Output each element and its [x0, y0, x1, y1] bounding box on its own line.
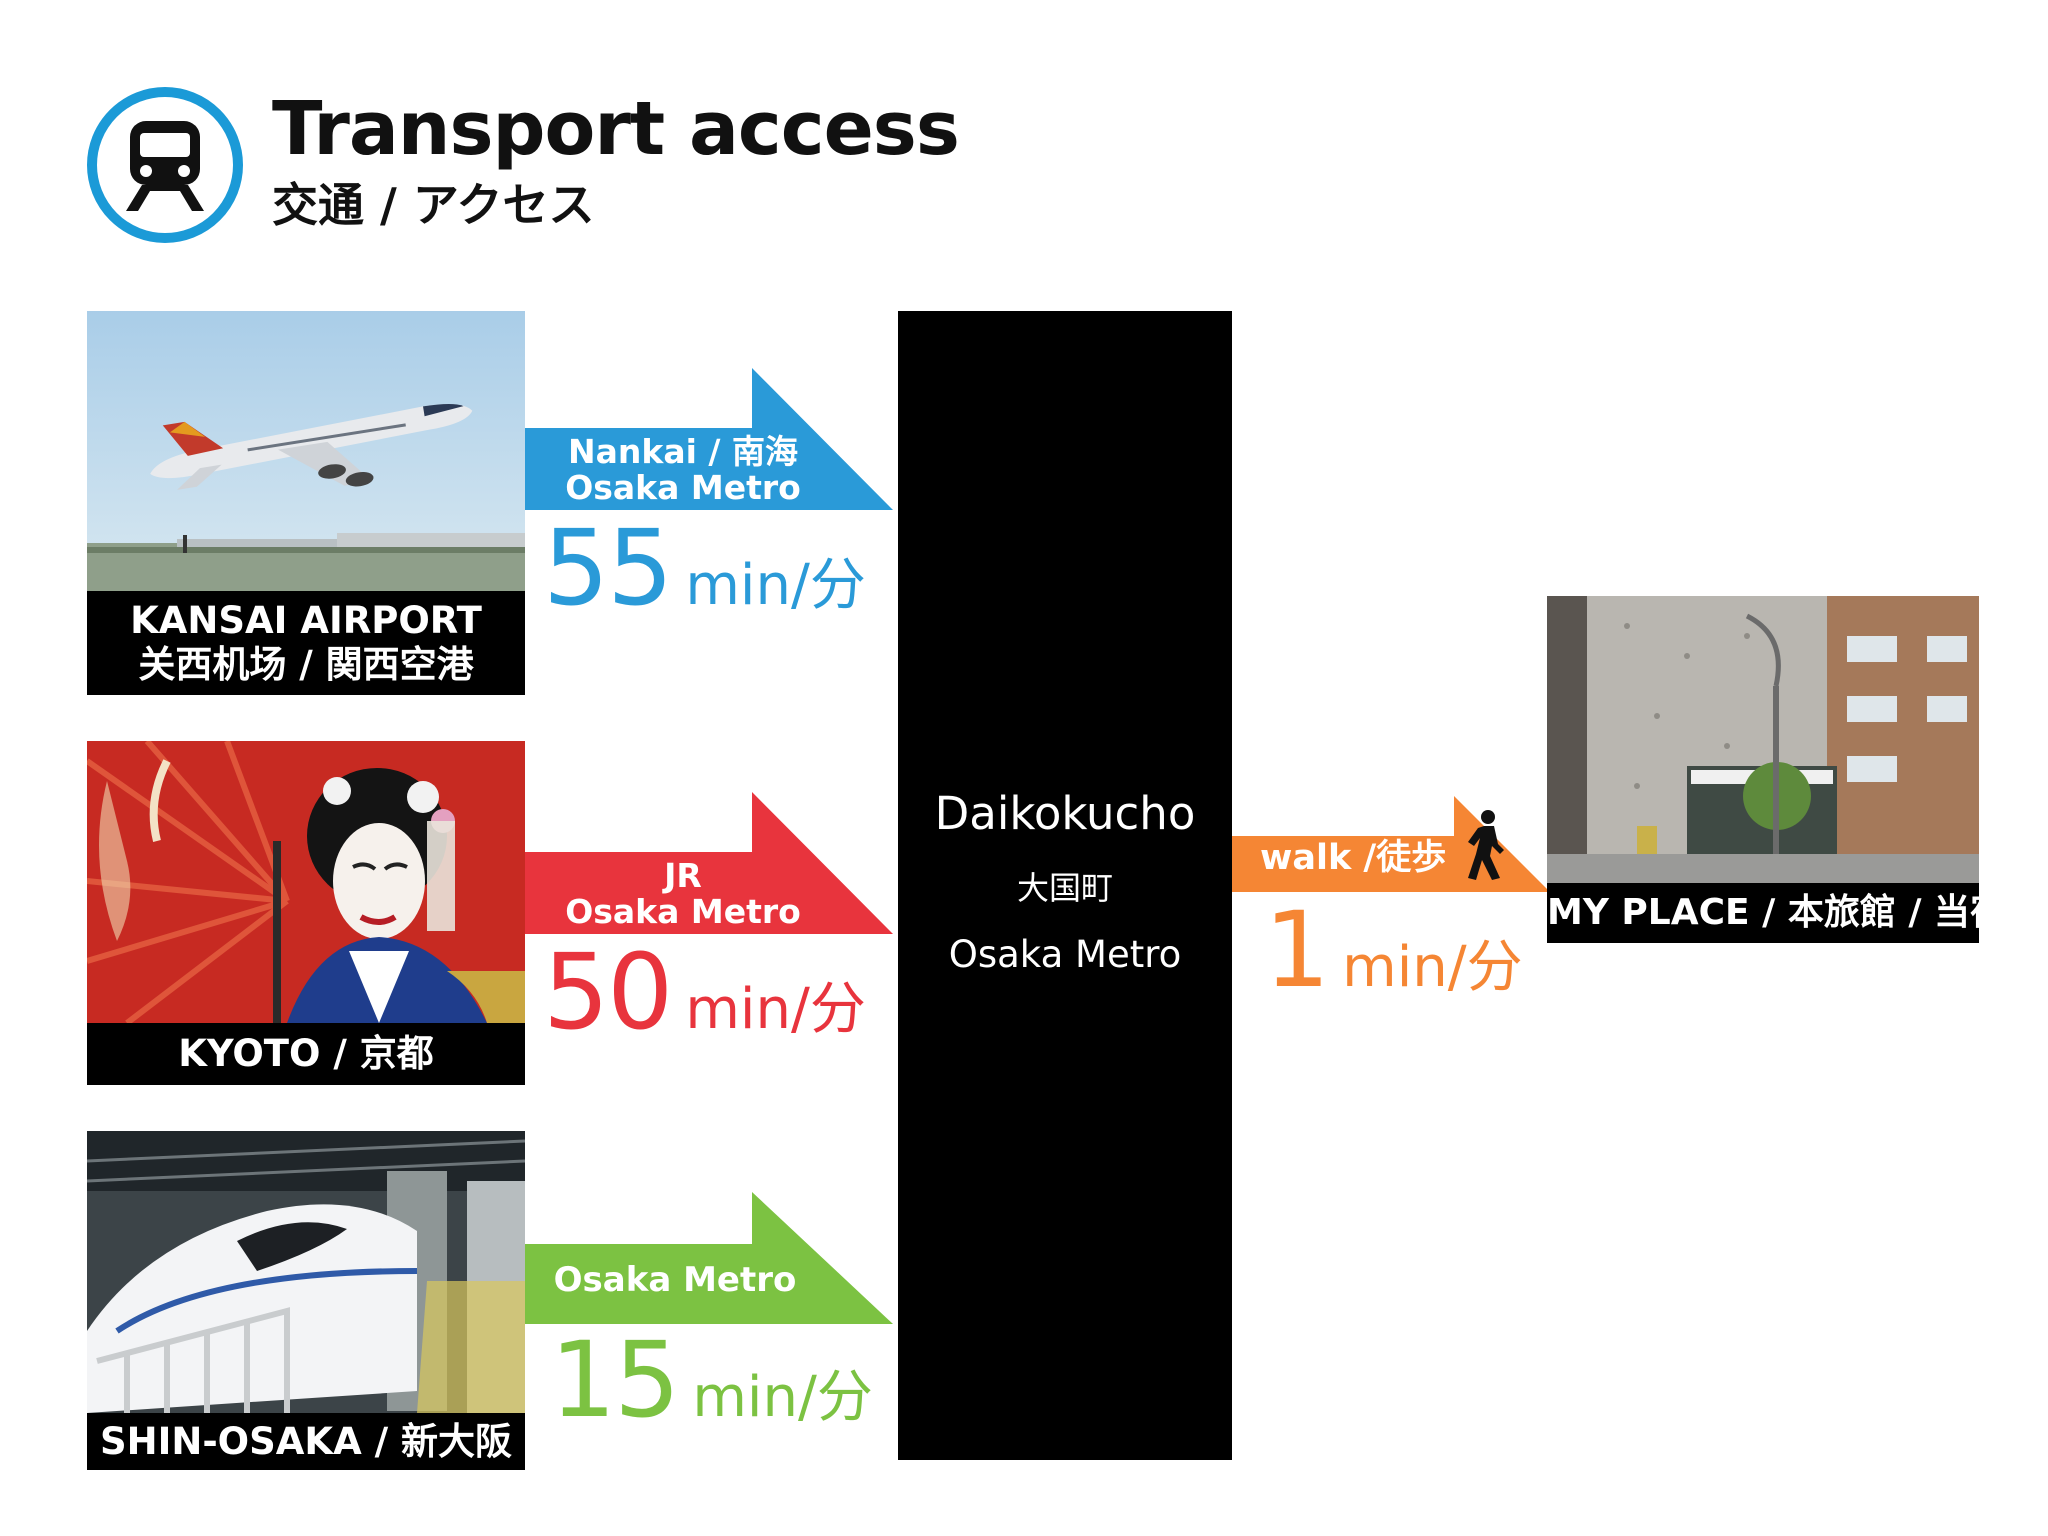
route-label: Nankai / 南海 Osaka Metro: [525, 434, 841, 505]
route-arrow-shin-osaka: Osaka Metro: [525, 1192, 895, 1324]
arrow-shape: [525, 1192, 893, 1324]
minutes-value: 15: [550, 1319, 680, 1441]
origin-card-shin-osaka: SHIN-OSAKA / 新大阪: [87, 1131, 525, 1470]
walk-label: walk /徒歩: [1260, 838, 1447, 878]
route-line-name: Nankai / 南海: [568, 432, 798, 471]
origin-caption: KYOTO / 京都: [87, 1023, 525, 1085]
shinkansen-photo: [87, 1131, 525, 1413]
arrow-shape: [525, 792, 893, 934]
origin-card-kansai-airport: KANSAI AIRPORT 关西机场 / 関西空港: [87, 311, 525, 695]
route-label: Osaka Metro: [525, 1262, 825, 1299]
geisha-photo: [87, 741, 525, 1023]
station-name-ja: 大国町: [1016, 869, 1113, 907]
arrow-shape: [1232, 796, 1550, 892]
building-photo: [1547, 596, 1979, 883]
minutes-unit: min/分: [692, 1365, 873, 1430]
minutes-value: 55: [543, 507, 673, 629]
train-logo: [87, 87, 243, 243]
page-title: Transport access: [272, 86, 960, 172]
route-arrow-kansai: Nankai / 南海 Osaka Metro: [525, 368, 895, 510]
origin-caption: SHIN-OSAKA / 新大阪: [87, 1413, 525, 1470]
origin-name: SHIN-OSAKA / 新大阪: [99, 1420, 513, 1463]
walking-person-icon: [1468, 810, 1504, 880]
station-name: Daikokucho: [934, 787, 1196, 840]
airplane-photo: [87, 311, 525, 591]
origin-card-kyoto: KYOTO / 京都: [87, 741, 525, 1085]
minutes-value: 1: [1264, 889, 1330, 1011]
route-line-name: JR: [664, 856, 702, 895]
route-metro-name: Osaka Metro: [565, 467, 801, 507]
minutes-unit: min/分: [685, 977, 866, 1042]
origin-name: KYOTO / 京都: [178, 1032, 434, 1075]
minutes-unit: min/分: [685, 553, 866, 618]
route-metro-name: Osaka Metro: [565, 891, 801, 931]
route-arrow-kyoto: JR Osaka Metro: [525, 792, 895, 934]
arrow-shape: [525, 368, 893, 510]
origin-caption: KANSAI AIRPORT 关西机场 / 関西空港: [87, 591, 525, 695]
station-line: Osaka Metro: [948, 933, 1182, 976]
destination-caption: MY PLACE / 本旅館 / 当宿: [1547, 883, 1979, 943]
minutes-unit: min/分: [1342, 935, 1523, 1000]
page-subtitle: 交通 / アクセス: [272, 178, 595, 232]
walk-arrow: walk /徒歩: [1232, 796, 1552, 892]
minutes-value: 50: [543, 931, 673, 1053]
route-label: JR Osaka Metro: [525, 858, 841, 929]
origin-name-ja: 关西机场 / 関西空港: [138, 642, 474, 686]
station-block: Daikokucho 大国町 Osaka Metro: [898, 311, 1232, 1460]
train-icon: [126, 121, 204, 211]
origin-name-en: KANSAI AIRPORT: [130, 599, 482, 642]
destination-card: MY PLACE / 本旅館 / 当宿: [1547, 596, 1979, 943]
route-metro-name: Osaka Metro: [553, 1260, 797, 1300]
